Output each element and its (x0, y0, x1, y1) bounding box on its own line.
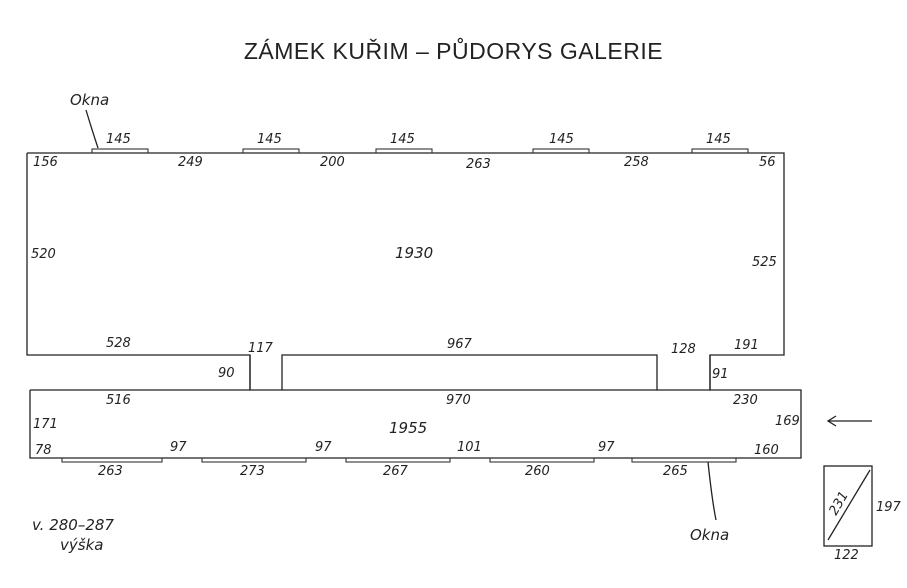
detail-diagonal-dim: 231 (826, 489, 851, 518)
right-block-dim: 91 (712, 367, 729, 382)
top-wall-seg-2: 249 (178, 155, 203, 170)
bottom-window-2 (201, 457, 307, 463)
top-window-label-3: 145 (390, 132, 415, 147)
top-window-2 (242, 148, 300, 154)
lower-left-dim: 171 (33, 417, 58, 432)
bottom-wall-seg-2: 97 (315, 440, 332, 455)
top-window-label-5: 145 (706, 132, 731, 147)
detail-width-dim: 122 (834, 548, 859, 563)
top-wall-seg-5: 258 (624, 155, 649, 170)
bottom-window-5 (631, 457, 737, 463)
bottom-window-4 (489, 457, 595, 463)
bottom-window-label-5: 265 (663, 464, 688, 479)
bottom-window-label-3: 267 (383, 464, 409, 479)
lower-center-dim: 1955 (389, 419, 427, 437)
bottom-window-label-2: 273 (240, 464, 265, 479)
okna-bottom-label: Okna (690, 526, 729, 544)
upper-bottom-left: 528 (106, 336, 131, 351)
upper-bottom-mid: 967 (447, 337, 473, 352)
lower-top-mid: 970 (446, 393, 471, 408)
height-note-line2: výška (60, 536, 103, 554)
top-window-5 (691, 148, 749, 154)
upper-right-dim: 525 (752, 255, 777, 270)
top-window-1 (91, 148, 149, 154)
top-window-label-4: 145 (549, 132, 574, 147)
passage-left-dim: 117 (248, 341, 274, 356)
height-note-line1: v. 280–287 (32, 516, 114, 534)
okna-top-pointer (85, 109, 99, 149)
bottom-wall-seg-1: 97 (170, 440, 187, 455)
upper-center-dim: 1930 (395, 244, 433, 262)
detail-height-dim: 197 (876, 500, 902, 515)
lower-corner-right: 160 (754, 443, 779, 458)
lower-top-left: 516 (106, 393, 131, 408)
upper-bottom-right: 191 (734, 338, 759, 353)
top-window-3 (375, 148, 433, 154)
entrance-arrow-head (826, 415, 837, 427)
bottom-window-label-4: 260 (525, 464, 550, 479)
bottom-window-label-1: 263 (98, 464, 123, 479)
passage-right-dim: 128 (671, 342, 696, 357)
detail-diagonal (827, 469, 871, 541)
bottom-window-1 (61, 457, 163, 463)
lower-corner-left: 78 (35, 443, 52, 458)
top-window-label-2: 145 (257, 132, 282, 147)
detail-rect (823, 465, 873, 547)
bottom-wall-seg-4: 97 (598, 440, 615, 455)
top-window-4 (532, 148, 590, 154)
okna-bottom-pointer (707, 461, 717, 521)
top-window-label-1: 145 (106, 132, 131, 147)
okna-top-label: Okna (70, 91, 109, 109)
lower-top-right: 230 (733, 393, 758, 408)
bottom-wall-seg-3: 101 (457, 440, 482, 455)
upper-left-dim: 520 (31, 247, 56, 262)
bottom-window-3 (345, 457, 451, 463)
lower-right-dim: 169 (775, 414, 800, 429)
top-wall-seg-1: 156 (33, 155, 58, 170)
page-title: ZÁMEK KUŘIM – PŮDORYS GALERIE (243, 38, 664, 64)
top-wall-seg-4: 263 (466, 157, 491, 172)
lower-room-outline (29, 355, 802, 459)
left-block-dim: 90 (218, 366, 235, 381)
top-wall-seg-6: 56 (759, 155, 776, 170)
top-wall-seg-3: 200 (320, 155, 345, 170)
